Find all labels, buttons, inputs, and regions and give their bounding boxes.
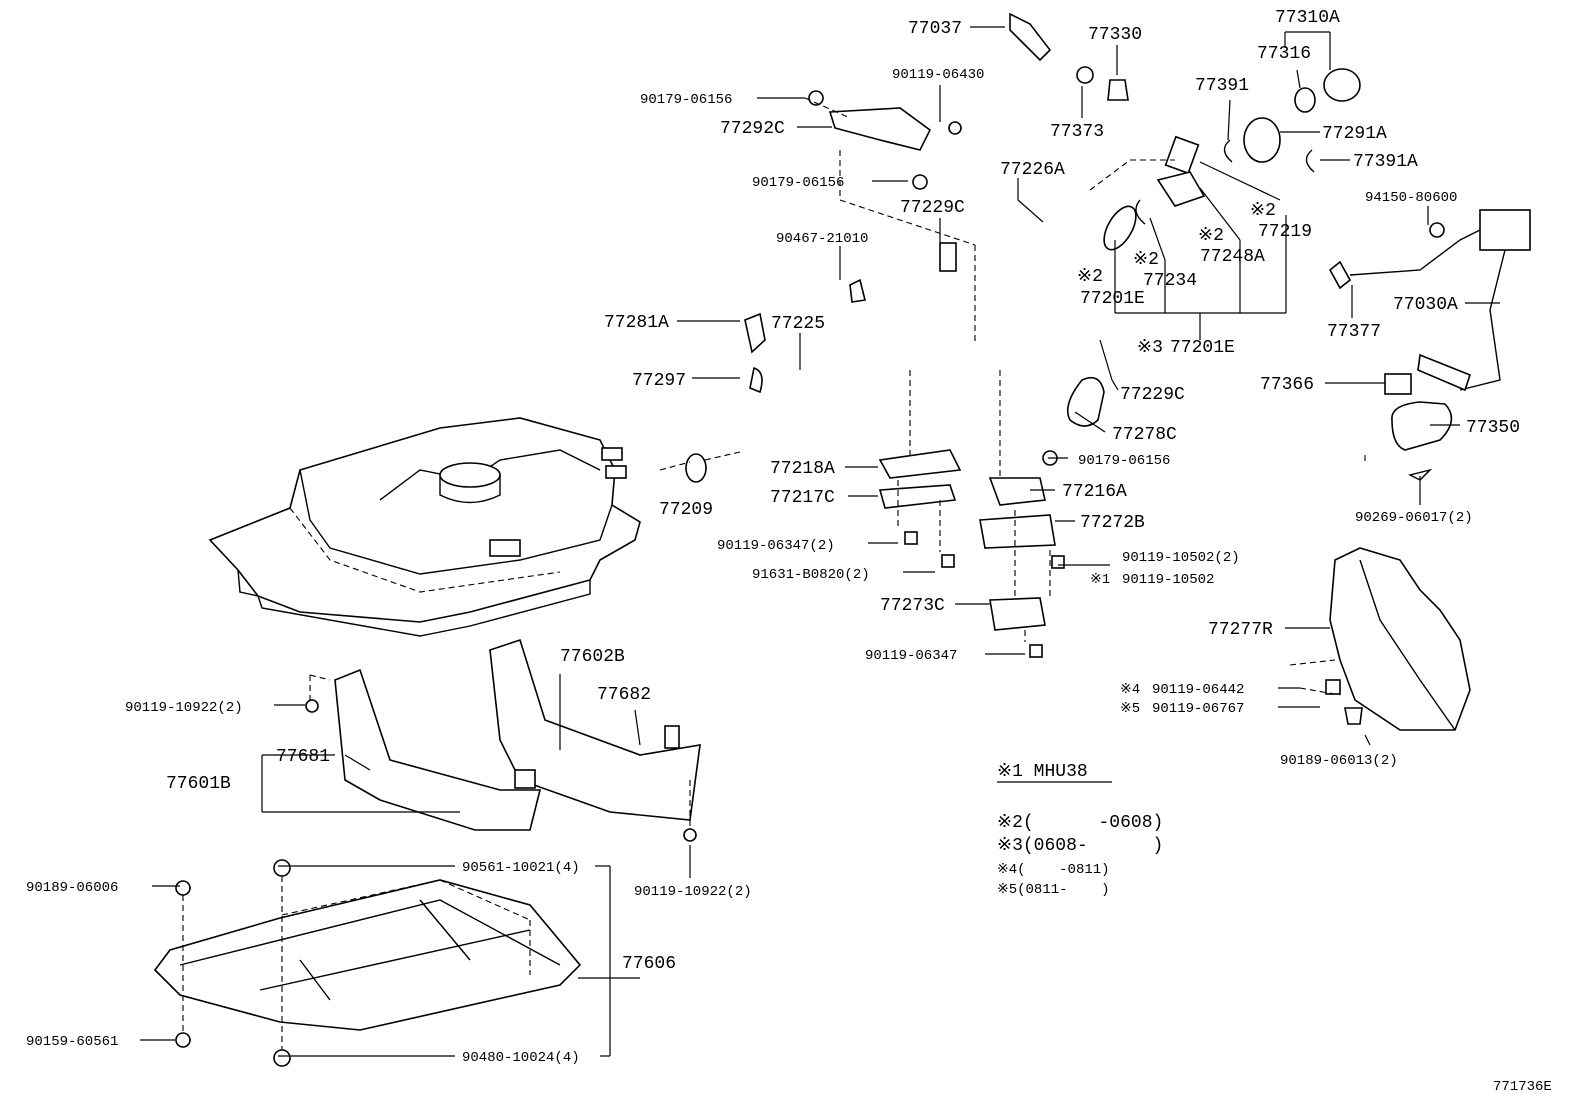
legend-note-3: ※3(0608- ) (997, 836, 1163, 856)
label-77201E-b: 77201E (1170, 338, 1235, 358)
legend-note-1: ※1 MHU38 (997, 762, 1088, 782)
label-77682: 77682 (597, 685, 651, 705)
label-90119-10502-x2: 90119-10502(2) (1122, 550, 1240, 566)
label-77391: 77391 (1195, 76, 1249, 96)
label-90119-06767: 90119-06767 (1152, 701, 1244, 717)
label-77219: 77219 (1258, 222, 1312, 242)
label-77297: 77297 (632, 371, 686, 391)
note-mark-2-77248A: ※2 (1198, 226, 1224, 246)
label-77218A: 77218A (770, 459, 835, 479)
label-77030A: 77030A (1393, 295, 1458, 315)
note-mark-4: ※4 (1120, 682, 1140, 698)
label-77229C-mid: 77229C (1120, 385, 1185, 405)
legend-note-5: ※5(0811- ) (997, 882, 1110, 898)
label-77201E-a: 77201E (1080, 289, 1145, 309)
label-77373: 77373 (1050, 122, 1104, 142)
label-77391A: 77391A (1353, 152, 1418, 172)
label-77209: 77209 (659, 500, 713, 520)
label-94150-80600: 94150-80600 (1365, 190, 1457, 206)
label-90119-10922-left: 90119-10922(2) (125, 700, 243, 716)
label-90119-10502: 90119-10502 (1122, 572, 1214, 588)
label-90119-06442: 90119-06442 (1152, 682, 1244, 698)
hardware-drawings (685, 12, 1531, 483)
label-77226A: 77226A (1000, 160, 1065, 180)
label-77248A: 77248A (1200, 247, 1265, 267)
label-77216A: 77216A (1062, 482, 1127, 502)
legend-note-4: ※4( -0811) (997, 862, 1110, 878)
label-77037: 77037 (908, 19, 962, 39)
label-77330: 77330 (1088, 25, 1142, 45)
label-77278C: 77278C (1112, 425, 1177, 445)
label-77217C: 77217C (770, 488, 835, 508)
label-77292C: 77292C (720, 119, 785, 139)
label-90119-06347: 90119-06347 (865, 648, 957, 664)
label-77273C: 77273C (880, 596, 945, 616)
label-77366: 77366 (1260, 375, 1314, 395)
label-90467-21010: 90467-21010 (776, 231, 868, 247)
note-mark-2-77219: ※2 (1250, 201, 1276, 221)
label-77681: 77681 (276, 747, 330, 767)
label-77225: 77225 (771, 314, 825, 334)
label-77229C-top: 77229C (900, 198, 965, 218)
leader-lines (140, 26, 1500, 1057)
footnote-legend: ※1 MHU38 ※2( -0608) ※3(0608- ) ※4( -0811… (997, 762, 1163, 898)
label-90480-10024: 90480-10024(4) (462, 1050, 580, 1066)
legend-note-2: ※2( -0608) (997, 813, 1163, 833)
label-90119-10922-right: 90119-10922(2) (634, 884, 752, 900)
note-mark-2-77234: ※2 (1133, 250, 1159, 270)
label-90179-06156-top: 90179-06156 (640, 92, 732, 108)
note-mark-5: ※5 (1120, 701, 1140, 717)
label-77277R: 77277R (1208, 620, 1273, 640)
filler-pipe-drawing (728, 135, 1206, 464)
label-77602B: 77602B (560, 647, 625, 667)
label-77234: 77234 (1143, 271, 1197, 291)
tank-band-drawings (305, 638, 701, 842)
label-90561-10021: 90561-10021(4) (462, 860, 580, 876)
figure-code: 771736E (1493, 1079, 1552, 1095)
label-77606: 77606 (622, 954, 676, 974)
label-90159-60561: 90159-60561 (26, 1034, 118, 1050)
label-77310A: 77310A (1275, 8, 1340, 28)
note-mark-1: ※1 (1090, 572, 1110, 588)
note-mark-2-77201E: ※2 (1077, 267, 1103, 287)
bracket-drawings (878, 449, 1065, 658)
label-90189-06013: 90189-06013(2) (1280, 753, 1398, 769)
note-mark-3-77201E: ※3 (1137, 338, 1163, 358)
label-90269-06017: 90269-06017(2) (1355, 510, 1473, 526)
label-77316: 77316 (1257, 44, 1311, 64)
dashed-guide-lines (182, 97, 1366, 1050)
label-77281A: 77281A (604, 313, 669, 333)
heat-protector-drawing (1325, 547, 1471, 731)
label-90119-06430: 90119-06430 (892, 67, 984, 83)
skid-plate-drawing (153, 859, 582, 1067)
part-labels: 77037 77330 77310A 77316 90119-06430 901… (26, 8, 1520, 1066)
label-90179-06156-bracket: 90179-06156 (1078, 453, 1170, 469)
label-91631-B0820: 91631-B0820(2) (752, 567, 870, 583)
label-77272B: 77272B (1080, 513, 1145, 533)
label-90179-06156-mid: 90179-06156 (752, 175, 844, 191)
label-77350: 77350 (1466, 418, 1520, 438)
fuel-tank-drawing (208, 417, 641, 637)
label-90119-06347-x2: 90119-06347(2) (717, 538, 835, 554)
label-90189-06006: 90189-06006 (26, 880, 118, 896)
label-77601B: 77601B (166, 774, 231, 794)
label-77291A: 77291A (1322, 124, 1387, 144)
label-77377: 77377 (1327, 322, 1381, 342)
